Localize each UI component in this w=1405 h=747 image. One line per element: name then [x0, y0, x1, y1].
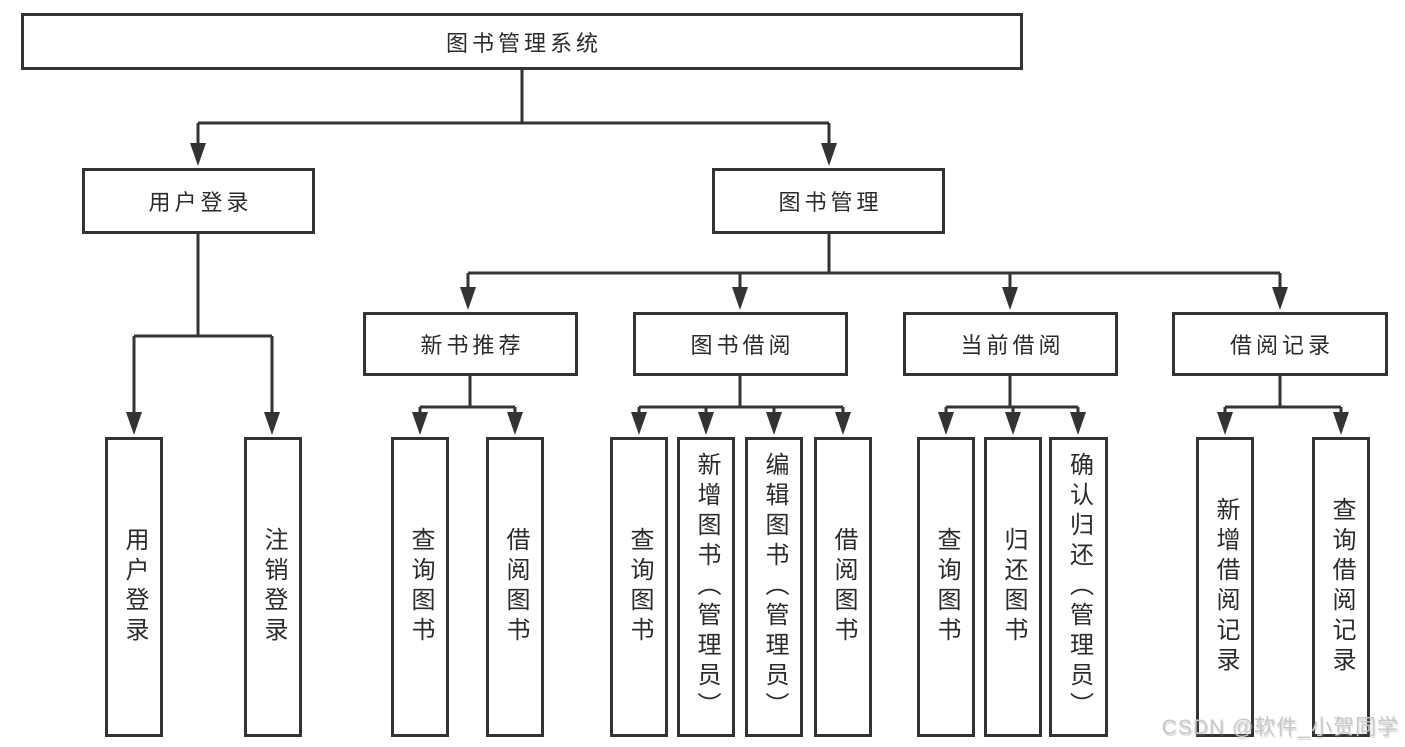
node-label: 当前借阅 — [960, 333, 1065, 358]
watermark: CSDN @软件_小贺同学 — [1161, 716, 1399, 739]
leaf-borrow-books-1: 借阅图书 — [486, 437, 544, 737]
node-label: 图书管理 — [778, 190, 883, 215]
leaf-query-books-2: 查询图书 — [610, 437, 668, 737]
node-label: 新书推荐 — [420, 333, 525, 358]
leaf-confirm-return-admin: 确认归还（管理员） — [1049, 437, 1108, 737]
node-label: 图书借阅 — [690, 333, 795, 358]
node-borrowing-records: 借阅记录 — [1172, 312, 1388, 376]
node-label: 新增借阅记录 — [1212, 497, 1239, 677]
node-book-management: 图书管理 — [712, 168, 945, 234]
node-label: 确认归还（管理员） — [1065, 452, 1093, 722]
leaf-edit-books-admin: 编辑图书（管理员） — [745, 437, 803, 737]
node-label: 借阅图书 — [830, 527, 857, 647]
leaf-query-books-1: 查询图书 — [391, 437, 449, 737]
leaf-borrow-books-2: 借阅图书 — [814, 437, 872, 737]
leaf-return-books: 归还图书 — [984, 437, 1042, 737]
node-label: 借阅图书 — [502, 527, 529, 647]
node-label: 新增图书（管理员） — [693, 452, 720, 722]
node-label: 用户登录 — [121, 527, 148, 647]
node-label: 查询图书 — [407, 527, 434, 647]
node-label: 注销登录 — [260, 527, 287, 647]
leaf-query-books-3: 查询图书 — [917, 437, 975, 737]
node-label: 借阅记录 — [1229, 333, 1334, 358]
node-current-borrowing: 当前借阅 — [903, 312, 1118, 376]
node-user-login: 用户登录 — [82, 168, 315, 234]
node-label: 查询借阅记录 — [1328, 497, 1355, 677]
leaf-user-login: 用户登录 — [105, 437, 163, 737]
node-new-book-recommend: 新书推荐 — [363, 312, 578, 376]
node-label: 图书管理系统 — [445, 30, 602, 56]
node-library-management-system: 图书管理系统 — [21, 13, 1023, 70]
leaf-logout: 注销登录 — [244, 437, 302, 737]
leaf-add-borrow-record: 新增借阅记录 — [1196, 437, 1254, 737]
leaf-query-borrow-record: 查询借阅记录 — [1312, 437, 1370, 737]
node-book-borrowing: 图书借阅 — [633, 312, 848, 376]
leaf-add-books-admin: 新增图书（管理员） — [677, 437, 735, 737]
node-label: 用户登录 — [148, 190, 253, 215]
node-label: 查询图书 — [626, 527, 653, 647]
node-label: 查询图书 — [933, 527, 960, 647]
node-label: 归还图书 — [1000, 527, 1027, 647]
node-label: 编辑图书（管理员） — [761, 452, 788, 722]
